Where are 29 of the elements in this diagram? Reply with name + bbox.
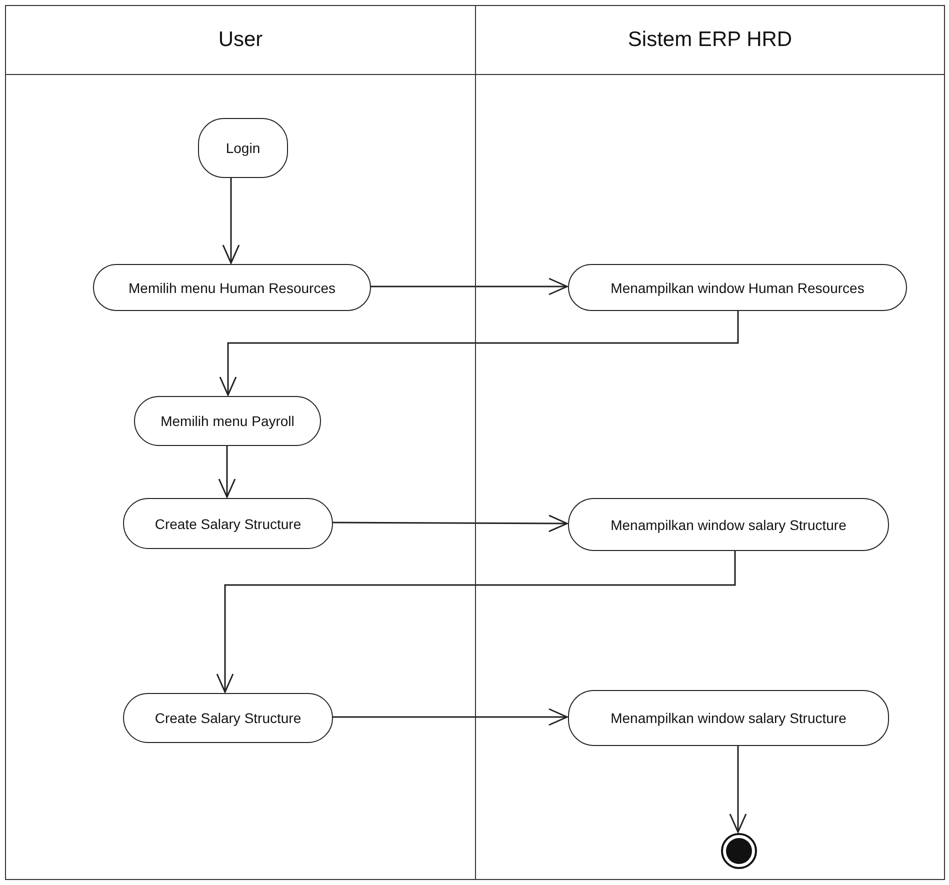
arrow	[332, 514, 568, 532]
activity-label: Menampilkan window salary Structure	[610, 710, 846, 726]
activity-box	[568, 264, 907, 311]
activity-label: Create Salary Structure	[154, 710, 302, 726]
activity-box	[198, 118, 288, 178]
lane-title: Sistem ERP HRD	[628, 28, 792, 52]
swimlane	[5, 5, 476, 880]
activity-box	[568, 690, 889, 746]
activity-label: Memilih menu Payroll	[160, 413, 294, 429]
arrow	[729, 745, 747, 833]
arrow	[332, 708, 568, 726]
activity-label: Memilih menu Human Resources	[128, 280, 336, 296]
activity-box	[568, 498, 889, 551]
final-node	[721, 833, 757, 869]
swimlane	[475, 5, 945, 880]
arrow	[218, 445, 236, 498]
activity-label: Login	[226, 140, 260, 156]
arrow	[222, 177, 240, 264]
activity-label: Create Salary Structure	[154, 516, 302, 532]
arrow	[370, 278, 568, 296]
activity-label: Menampilkan window Human Resources	[610, 280, 864, 296]
activity-box	[93, 264, 371, 311]
arrow	[219, 310, 739, 396]
activity-box	[134, 396, 321, 446]
arrow	[216, 550, 736, 693]
activity-box	[123, 693, 333, 743]
activity-label: Menampilkan window salary Structure	[610, 516, 846, 532]
activity-box	[123, 498, 333, 549]
lane-title: User	[218, 28, 263, 52]
